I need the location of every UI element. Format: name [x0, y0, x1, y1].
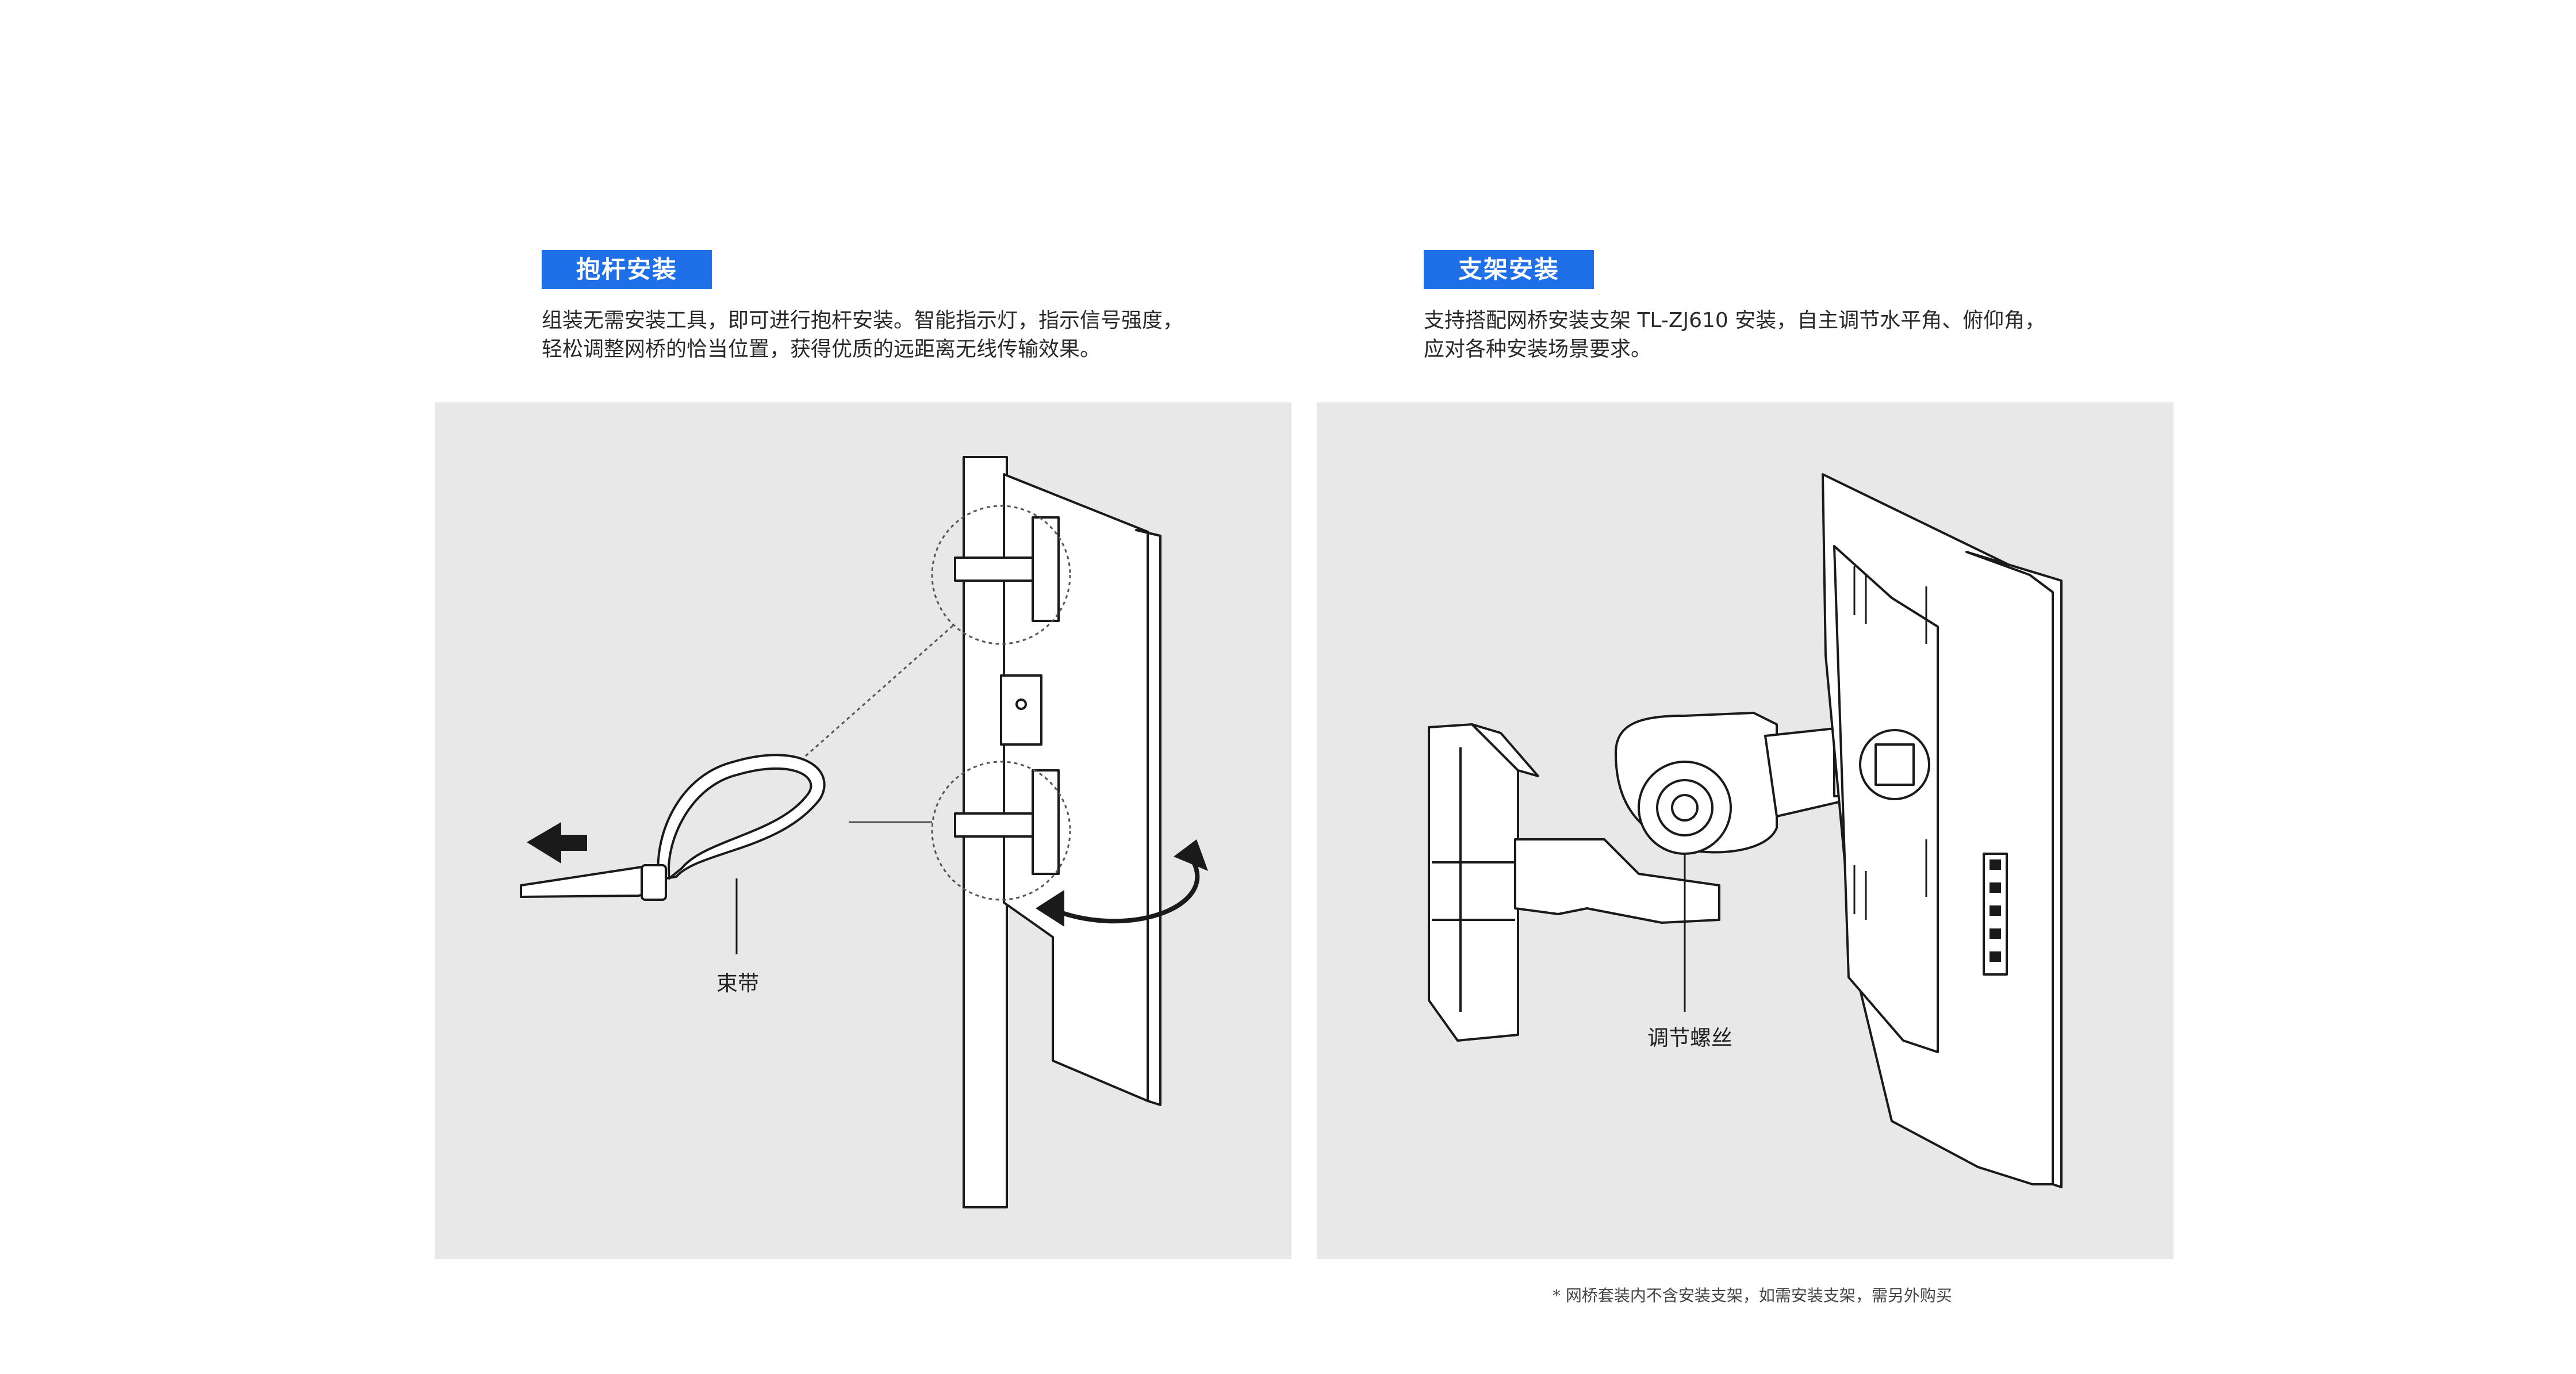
illustration-pole-mount: 束带 [435, 402, 1291, 1259]
section-description: 组装无需安装工具，即可进行抱杆安装。智能指示灯，指示信号强度， 轻松调整网桥的恰… [542, 306, 1232, 364]
section-tag-bracket-mount: 支架安装 [1424, 250, 1594, 289]
description-line: 组装无需安装工具，即可进行抱杆安装。智能指示灯，指示信号强度， [542, 309, 1184, 332]
section-tag-pole-mount: 抱杆安装 [542, 250, 712, 289]
description-line: 支持搭配网桥安装支架 TL-ZJ610 安装，自主调节水平角、俯仰角， [1424, 309, 2046, 332]
illustration-bracket-mount: 调节螺丝 [1317, 402, 2174, 1259]
section-description: 支持搭配网桥安装支架 TL-ZJ610 安装，自主调节水平角、俯仰角， 应对各种… [1424, 306, 2114, 364]
bracket-mount-drawing [1428, 473, 2063, 1188]
callout-cable-tie: 束带 [716, 971, 759, 996]
pole-mount-drawing [520, 456, 1208, 1208]
callout-adjust-screw: 调节螺丝 [1647, 1026, 1732, 1050]
description-line: 轻松调整网桥的恰当位置，获得优质的远距离无线传输效果。 [542, 337, 1101, 361]
footnote: * 网桥套装内不含安装支架，如需安装支架，需另外购买 [1552, 1286, 1952, 1305]
description-line: 应对各种安装场景要求。 [1424, 337, 1652, 361]
